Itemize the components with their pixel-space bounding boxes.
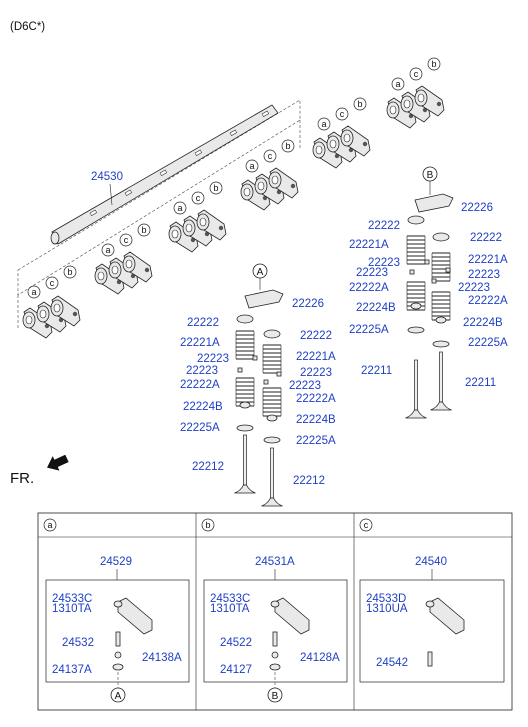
svg-text:22212: 22212 <box>192 461 224 473</box>
svg-text:22224B: 22224B <box>296 414 336 426</box>
model-code: (D6C*) <box>10 21 45 33</box>
svg-text:b: b <box>67 267 72 277</box>
rocker-group-6 <box>387 86 444 128</box>
svg-text:22224B: 22224B <box>356 302 396 314</box>
svg-text:c: c <box>196 193 201 203</box>
rocker-group-3 <box>169 210 226 252</box>
column-a: a 24529 A 24533C 1310TA 24532 24138A 241… <box>43 518 190 703</box>
svg-text:1310TA: 1310TA <box>210 603 250 615</box>
svg-text:24137A: 24137A <box>52 664 92 676</box>
svg-text:22222A: 22222A <box>296 393 336 405</box>
svg-text:22223: 22223 <box>356 267 388 279</box>
svg-text:c: c <box>340 109 345 119</box>
svg-text:22226: 22226 <box>461 202 493 214</box>
svg-text:24138A: 24138A <box>142 652 182 664</box>
shaft-label: 24530 <box>91 171 123 183</box>
svg-text:b: b <box>431 59 436 69</box>
column-a-header: a <box>47 520 52 530</box>
svg-text:B: B <box>427 170 434 181</box>
svg-text:22223: 22223 <box>458 282 490 294</box>
column-c: c 24540 24533D 1310UA 24542 <box>359 518 505 683</box>
svg-text:22222: 22222 <box>187 317 219 329</box>
svg-text:24522: 24522 <box>220 637 252 649</box>
variant-table <box>37 512 513 711</box>
front-arrow-icon <box>47 454 69 471</box>
svg-text:B: B <box>272 691 279 702</box>
svg-text:22223: 22223 <box>197 353 229 365</box>
svg-text:24532: 24532 <box>62 637 94 649</box>
rocker-group-4 <box>241 168 298 210</box>
column-b-assembly: 24531A <box>255 556 295 568</box>
svg-text:22211: 22211 <box>465 377 496 389</box>
column-c-assembly: 24540 <box>415 556 447 568</box>
column-c-header: c <box>364 520 369 530</box>
column-b: b 24531A B 24533C 1310TA 24522 24128A 24… <box>201 518 348 703</box>
svg-text:b: b <box>141 225 146 235</box>
valve-train-a-labels: 22226 22222 22222 22221A 22221A 22223 22… <box>180 298 336 487</box>
svg-text:22223: 22223 <box>186 365 218 377</box>
svg-text:c: c <box>50 278 55 288</box>
svg-text:c: c <box>268 151 273 161</box>
svg-text:1310UA: 1310UA <box>366 603 408 615</box>
svg-text:22222: 22222 <box>470 232 502 244</box>
svg-text:22224B: 22224B <box>463 317 503 329</box>
svg-text:a: a <box>395 79 400 89</box>
svg-text:A: A <box>115 691 122 702</box>
svg-text:a: a <box>31 287 36 297</box>
rocker-group-2 <box>95 252 152 294</box>
svg-text:22212: 22212 <box>293 475 325 487</box>
svg-text:A: A <box>257 267 264 278</box>
rocker-shaft <box>50 104 279 245</box>
svg-text:22222A: 22222A <box>468 295 508 307</box>
valve-train-a: A <box>234 263 284 507</box>
svg-text:22221A: 22221A <box>468 254 508 266</box>
svg-text:22221A: 22221A <box>180 337 220 349</box>
svg-text:1310TA: 1310TA <box>52 603 92 615</box>
column-b-header: b <box>205 520 210 530</box>
svg-text:22222A: 22222A <box>349 282 389 294</box>
svg-text:22225A: 22225A <box>468 337 508 349</box>
svg-text:24533D: 24533D <box>366 593 406 605</box>
svg-text:c: c <box>124 235 129 245</box>
valve-train-b-labels: 22226 22222 22222 22221A 22221A 22223 22… <box>349 202 508 389</box>
svg-text:22222A: 22222A <box>180 379 220 391</box>
svg-text:a: a <box>177 203 182 213</box>
svg-text:b: b <box>213 183 218 193</box>
svg-text:a: a <box>105 245 110 255</box>
svg-text:22224B: 22224B <box>183 401 223 413</box>
svg-text:24542: 24542 <box>376 657 408 669</box>
svg-text:22223: 22223 <box>368 257 400 269</box>
valve-train-b: B <box>405 166 454 419</box>
svg-text:22222: 22222 <box>300 330 332 342</box>
svg-text:22223: 22223 <box>289 380 321 392</box>
svg-text:b: b <box>285 141 290 151</box>
svg-text:22225A: 22225A <box>296 435 336 447</box>
svg-text:22225A: 22225A <box>180 422 220 434</box>
front-direction-label: FR. <box>10 470 34 487</box>
rocker-callout-letters: a c b a c b a c b a c b a c b a c b <box>31 59 436 297</box>
svg-text:22211: 22211 <box>361 365 392 377</box>
svg-text:24128A: 24128A <box>300 652 340 664</box>
svg-text:24533C: 24533C <box>210 593 250 605</box>
rocker-group-1 <box>23 296 80 338</box>
svg-text:24533C: 24533C <box>52 593 92 605</box>
rocker-callouts <box>27 57 441 299</box>
svg-text:a: a <box>321 119 326 129</box>
svg-text:22226: 22226 <box>292 298 324 310</box>
svg-text:24127: 24127 <box>220 664 252 676</box>
svg-text:22225A: 22225A <box>349 324 389 336</box>
svg-text:22223: 22223 <box>300 367 332 379</box>
svg-text:22221A: 22221A <box>296 351 336 363</box>
svg-text:22222: 22222 <box>368 220 400 232</box>
svg-text:22221A: 22221A <box>349 239 389 251</box>
bridge-b <box>414 193 454 213</box>
svg-text:c: c <box>414 69 419 79</box>
svg-text:b: b <box>357 99 362 109</box>
svg-text:22223: 22223 <box>468 269 500 281</box>
bridge-a <box>244 289 284 309</box>
column-a-assembly: 24529 <box>100 556 132 568</box>
rocker-group-5 <box>313 126 370 168</box>
svg-text:a: a <box>249 161 254 171</box>
